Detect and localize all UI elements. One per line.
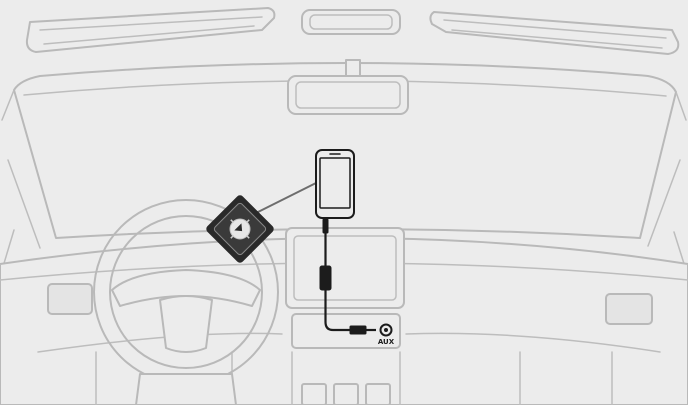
- right-sun-visor: [430, 12, 678, 54]
- steering-column: [136, 374, 236, 405]
- left-sun-visor: [27, 8, 274, 52]
- left-vent: [48, 284, 92, 314]
- aux-port-icon: [381, 325, 392, 336]
- smartphone-icon: [316, 150, 354, 218]
- mirror-housing: [302, 10, 400, 34]
- right-vent: [606, 294, 652, 324]
- aux-port-label: AUX: [378, 338, 395, 346]
- sun-visors: [27, 8, 678, 54]
- inline-cable-adapter: [320, 266, 331, 290]
